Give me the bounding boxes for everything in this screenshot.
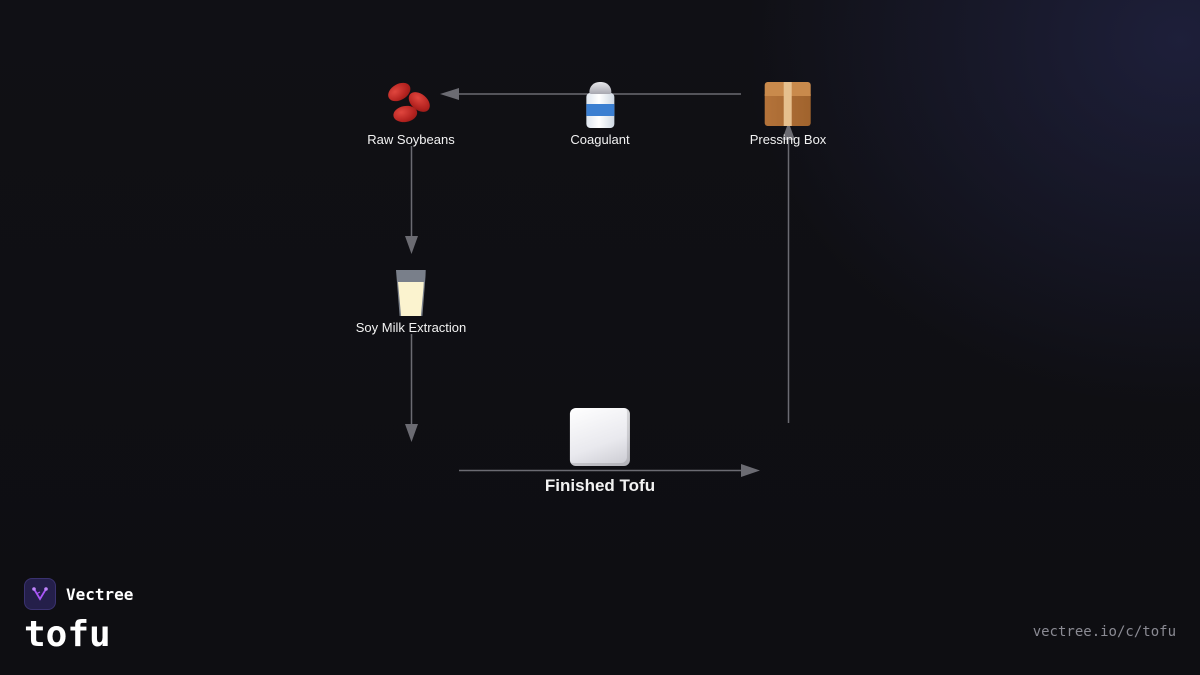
package-box-icon [750, 80, 827, 128]
node-finished-tofu: Finished Tofu [545, 404, 655, 496]
tree-branch-icon [24, 578, 56, 610]
beans-icon [367, 79, 454, 128]
arrowhead-right-bottom [741, 464, 760, 477]
node-label: Coagulant [570, 132, 630, 147]
node-raw-soybeans: Raw Soybeans [367, 79, 455, 147]
tofu-block-icon [545, 404, 655, 472]
node-coagulant: Coagulant [570, 80, 630, 147]
node-label: Pressing Box [749, 132, 827, 147]
node-soy-milk-extraction: Soy Milk Extraction [355, 268, 467, 335]
salt-shaker-icon [570, 80, 629, 128]
arrowhead-raw-soybeans [440, 88, 459, 100]
arrowhead-soy-milk [405, 236, 418, 254]
node-label: Soy Milk Extraction [355, 320, 467, 335]
page-url[interactable]: vectree.io/c/tofu [1032, 624, 1176, 640]
brand-name: Vectree [66, 584, 134, 604]
node-label: Finished Tofu [544, 476, 656, 495]
brand-block: Vectree tofu [24, 577, 133, 657]
page-title: tofu [24, 614, 111, 655]
milk-glass-icon [356, 268, 467, 316]
node-pressing-box: Pressing Box [749, 80, 827, 147]
arrowhead-pressing-box [782, 122, 795, 140]
arrowhead-left-bottom [405, 424, 418, 442]
node-label: Raw Soybeans [367, 132, 455, 147]
